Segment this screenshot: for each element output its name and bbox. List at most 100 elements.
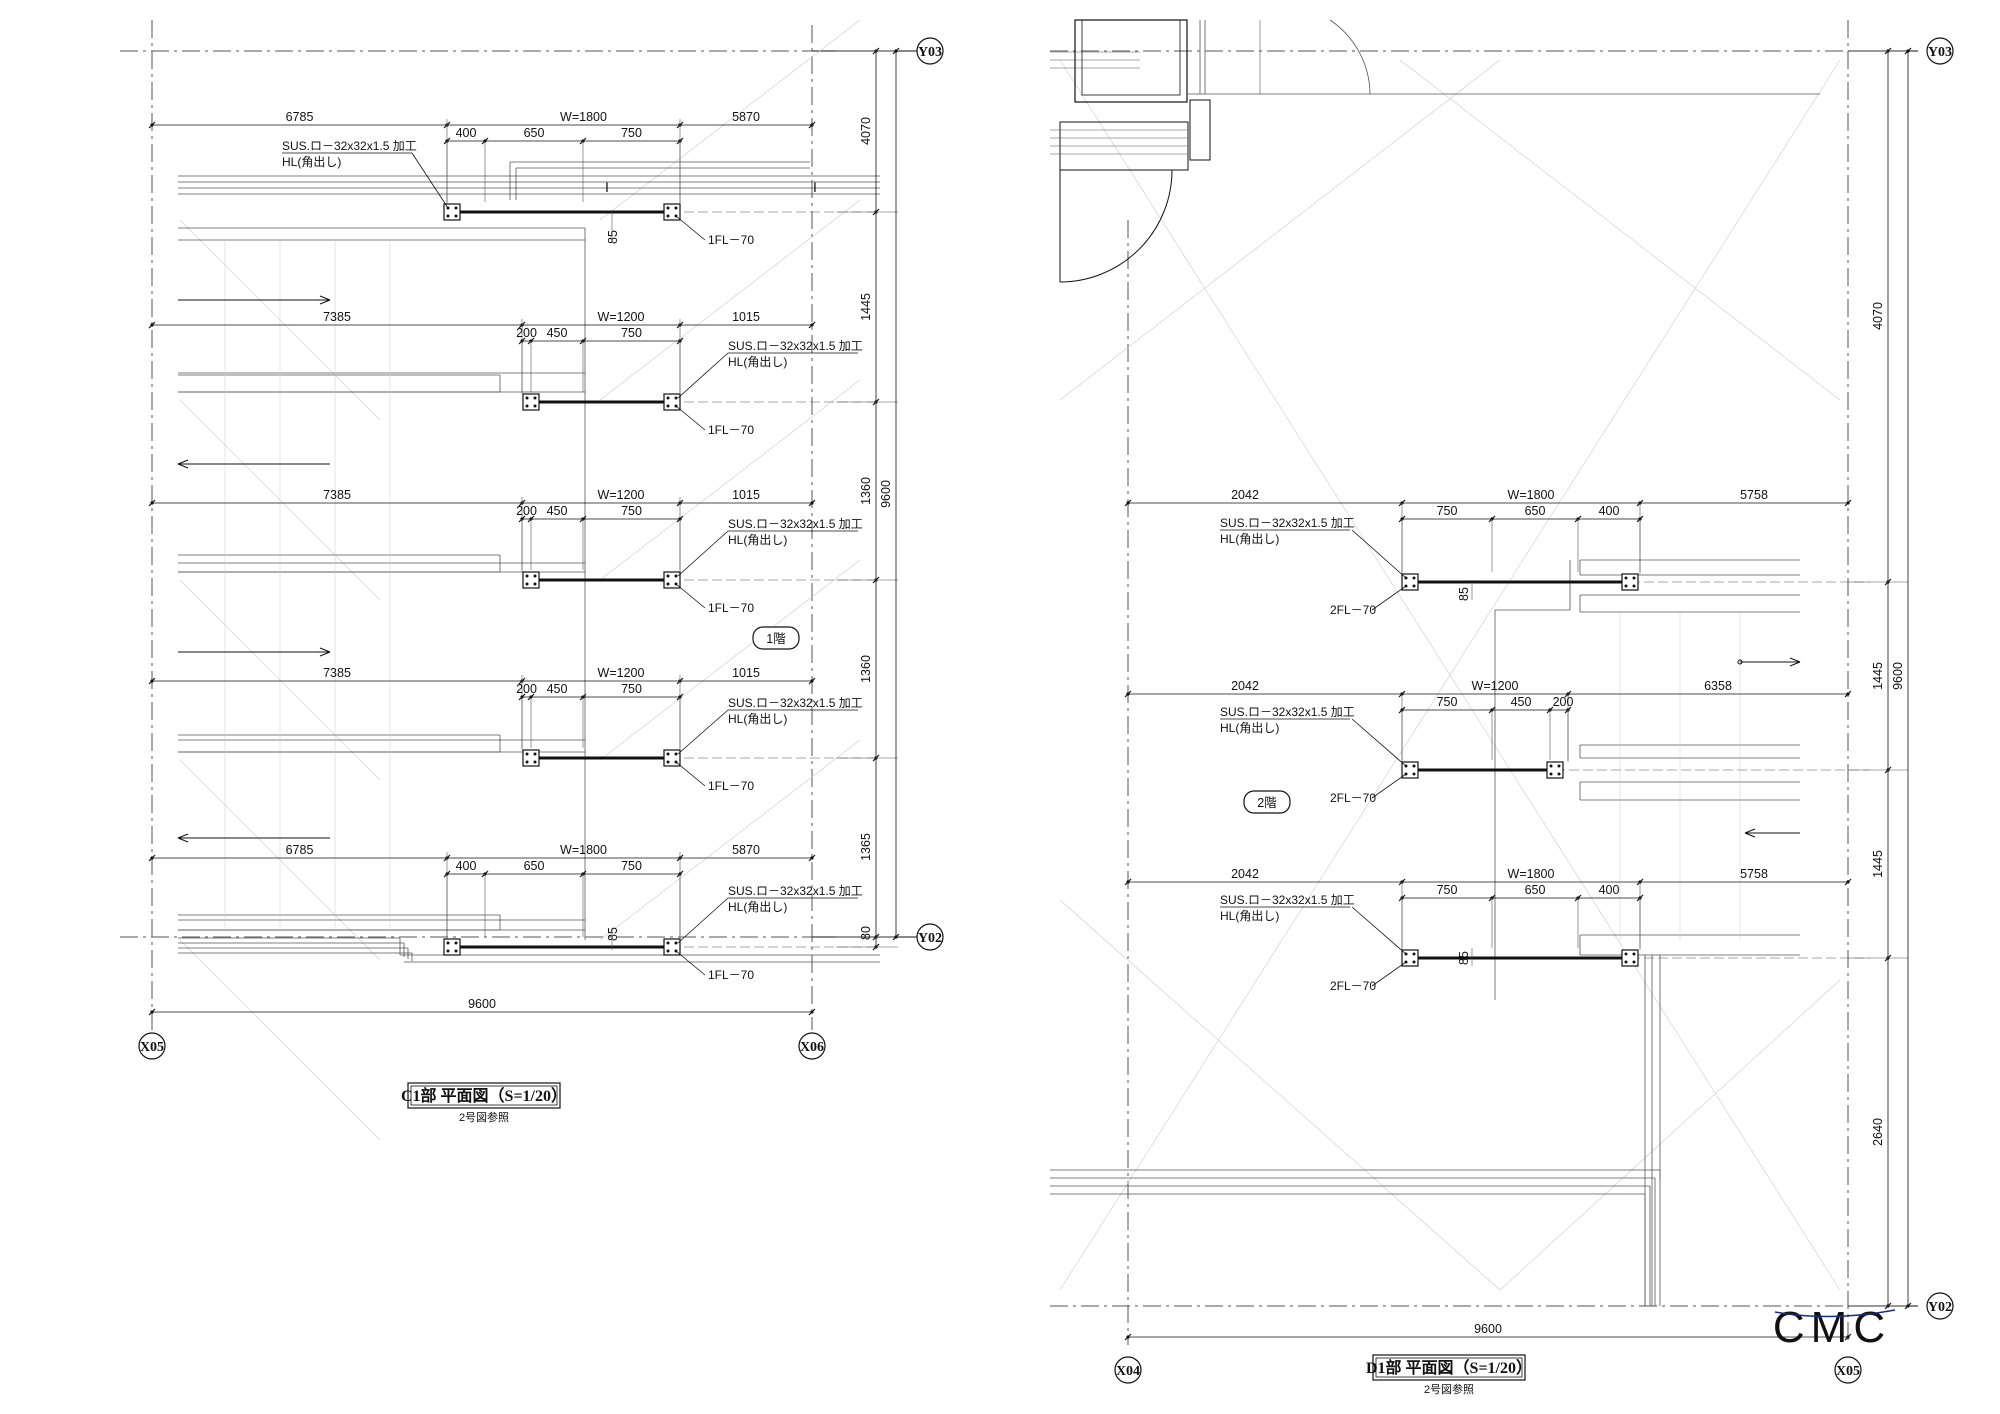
- rail-spec: SUS.ロ－32x32x1.5 加工: [1220, 705, 1355, 719]
- dim-dot: [1126, 1335, 1130, 1339]
- right-dim-text: 1445: [859, 293, 873, 321]
- rail-spec: SUS.ロ－32x32x1.5 加工: [728, 696, 863, 710]
- right-overall-text: 9600: [1891, 662, 1905, 690]
- anchor-bolt: [666, 949, 670, 953]
- axis-x04: X04: [1116, 1364, 1140, 1379]
- sub-dim-text: 750: [621, 126, 642, 140]
- anchor-bolt: [1412, 772, 1416, 776]
- sub-dim-text: 450: [1511, 695, 1532, 709]
- dim-dot: [150, 501, 154, 505]
- axis-x04-circle: [1114, 1356, 1142, 1384]
- post-base-plate: [1621, 573, 1639, 591]
- rail-level: 1FL－70: [708, 968, 754, 982]
- dim-dot: [150, 856, 154, 860]
- anchor-bolt: [454, 206, 458, 210]
- dim-dot: [1126, 880, 1130, 884]
- c1-floor-label: 1階: [766, 631, 786, 646]
- dim-dot: [810, 123, 814, 127]
- anchor-bolt: [1412, 584, 1416, 588]
- dim-dot: [1126, 501, 1130, 505]
- right-dim-text: 80: [859, 926, 873, 940]
- anchor-bolt: [446, 941, 450, 945]
- rail-finish: HL(角出し): [282, 155, 341, 169]
- sub-dim-text: 750: [621, 859, 642, 873]
- small-dim-text: 85: [1457, 951, 1471, 965]
- anchor-bolt: [1412, 576, 1416, 580]
- dim-dot: [810, 501, 814, 505]
- right-dim-text: 1360: [859, 655, 873, 683]
- dim-dot: [810, 679, 814, 683]
- arrow-head: [1744, 832, 1756, 838]
- level-leader: [675, 215, 706, 241]
- anchor-bolt: [666, 214, 670, 218]
- sub-dim-text: 450: [547, 682, 568, 696]
- d1-subtitle: 2号図参照: [1424, 1382, 1474, 1396]
- anchor-bolt: [525, 404, 529, 408]
- anchor-bolt: [454, 214, 458, 218]
- sub-dim-text: 650: [524, 859, 545, 873]
- dim-dot: [894, 935, 898, 939]
- sub-dim-text: 200: [516, 682, 537, 696]
- dim-text: 2042: [1231, 488, 1259, 502]
- level-leader: [675, 583, 706, 609]
- construction-line: [599, 739, 861, 941]
- axis-y02: Y02: [918, 931, 942, 946]
- small-dim-text: 85: [606, 230, 620, 244]
- d1-title: D1部 平面図（S=1/20）: [1366, 1358, 1532, 1377]
- dim-text: W=1200: [1472, 679, 1519, 693]
- anchor-bolt: [1632, 952, 1636, 956]
- c1-title-block: C1部 平面図（S=1/20） 2号図参照: [401, 1082, 567, 1124]
- dim-dot: [1846, 692, 1850, 696]
- rail-level: 1FL－70: [708, 423, 754, 437]
- overall-width-text: 9600: [1474, 1322, 1502, 1336]
- anchor-bolt: [525, 752, 529, 756]
- leader: [677, 352, 729, 399]
- leader: [677, 709, 729, 755]
- dim-text: 5758: [1740, 867, 1768, 881]
- dim-dot: [150, 679, 154, 683]
- axis-x05: X05: [1836, 1364, 1860, 1379]
- construction-line: [1059, 59, 1501, 401]
- anchor-bolt: [1632, 576, 1636, 580]
- anchor-bolt: [666, 396, 670, 400]
- anchor-bolt: [454, 949, 458, 953]
- leader: [411, 152, 449, 209]
- column-inner: [1081, 19, 1181, 96]
- dim-text: W=1800: [1508, 867, 1555, 881]
- right-dim-text: 1445: [1871, 662, 1885, 690]
- level-leader: [675, 950, 706, 976]
- dim-dot: [894, 49, 898, 53]
- anchor-bolt: [674, 574, 678, 578]
- column: [1074, 19, 1188, 103]
- axis-y02-circle: [1926, 1292, 1954, 1320]
- axis-x05-circle: [138, 1032, 166, 1060]
- right-dim-text: 1365: [859, 833, 873, 861]
- anchor-bolt: [1412, 764, 1416, 768]
- sub-dim-text: 400: [456, 859, 477, 873]
- anchor-bolt: [446, 949, 450, 953]
- dim-text: 7385: [323, 666, 351, 680]
- rail-spec: SUS.ロ－32x32x1.5 加工: [728, 884, 863, 898]
- right-overall-text: 9600: [879, 480, 893, 508]
- sub-dim-text: 400: [1599, 883, 1620, 897]
- right-dim-text: 4070: [859, 117, 873, 145]
- sub-dim-text: 450: [547, 326, 568, 340]
- c1-title: C1部 平面図（S=1/20）: [401, 1086, 567, 1105]
- dim-dot: [810, 323, 814, 327]
- dim-text: 5758: [1740, 488, 1768, 502]
- construction-line: [1059, 899, 1501, 1291]
- construction-line: [1399, 59, 1841, 401]
- rail-level: 1FL－70: [708, 601, 754, 615]
- dim-dot: [1846, 501, 1850, 505]
- post-base-plate: [443, 938, 461, 956]
- dim-text: 6358: [1704, 679, 1732, 693]
- arrow-head: [319, 299, 331, 305]
- anchor-bolt: [1549, 764, 1553, 768]
- post-base-plate: [522, 393, 540, 411]
- axis-y03: Y03: [1928, 45, 1952, 60]
- arrow-origin: [1737, 659, 1743, 665]
- dim-text: 7385: [323, 310, 351, 324]
- anchor-bolt: [1624, 952, 1628, 956]
- anchor-bolt: [533, 752, 537, 756]
